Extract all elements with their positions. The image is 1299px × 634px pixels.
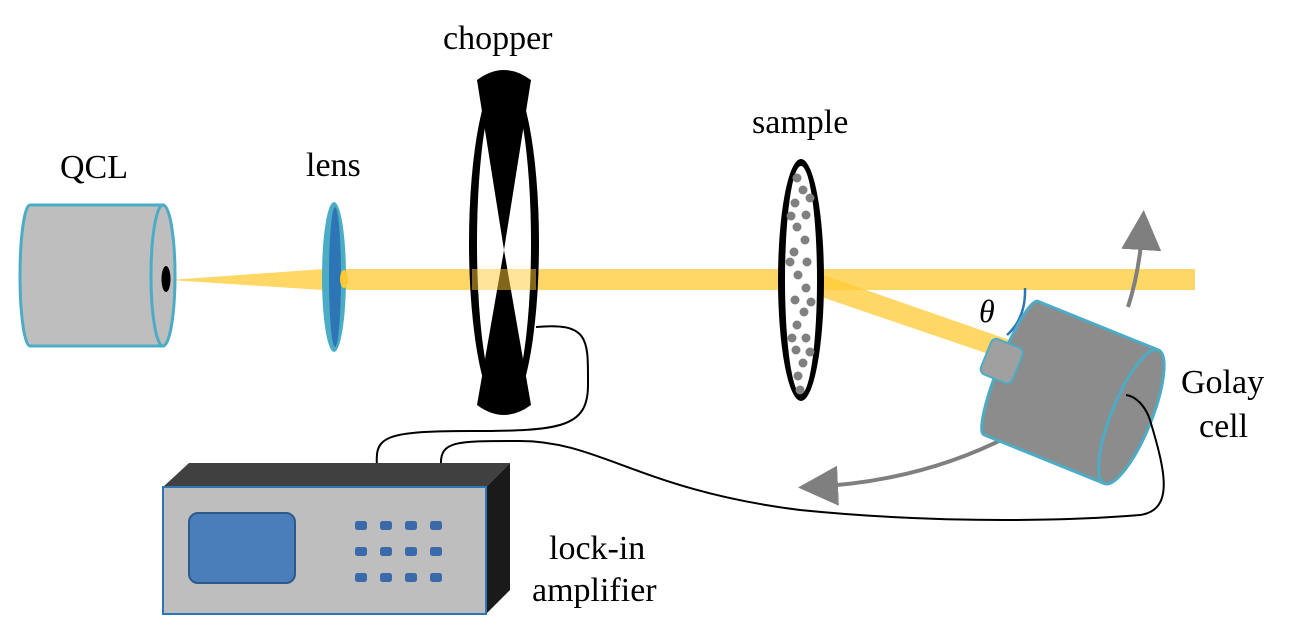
sample-particle <box>792 173 802 183</box>
sample-particle <box>795 385 805 395</box>
lockin-button <box>380 521 392 530</box>
sample-particle <box>805 347 815 357</box>
lockin-top <box>163 463 510 487</box>
sample-particle <box>801 333 811 343</box>
sample-particle <box>798 358 808 368</box>
angle-label: θ <box>979 293 995 329</box>
lockin-button <box>380 573 392 582</box>
lockin-button <box>380 547 392 556</box>
sample-particle <box>799 307 809 317</box>
lockin-button <box>355 573 367 582</box>
sample-label: sample <box>752 104 848 141</box>
lockin-button <box>430 521 442 530</box>
golay-label-line2: cell <box>1199 408 1248 445</box>
chopper <box>469 70 539 415</box>
lockin-button <box>355 547 367 556</box>
chopper-label: chopper <box>443 20 553 57</box>
chopper-blade-bottom <box>477 250 531 415</box>
lockin-button <box>355 521 367 530</box>
chopper-blade-top <box>477 70 531 250</box>
sample-particle <box>801 210 811 220</box>
sample-particle <box>806 297 816 307</box>
golay-label-line1: Golay <box>1181 364 1264 401</box>
lockin-button <box>405 521 417 530</box>
lens-label: lens <box>306 147 361 184</box>
lens <box>322 202 348 352</box>
lockin-button <box>405 573 417 582</box>
laser-beam <box>170 268 1195 362</box>
sample-particle <box>791 345 801 355</box>
sample-particle <box>805 193 815 203</box>
beam-main <box>338 269 1195 290</box>
sample-particle <box>802 257 812 267</box>
lockin-side <box>486 463 510 614</box>
sample-particle <box>793 371 803 381</box>
lockin-amplifier <box>162 463 510 615</box>
sample-particle <box>785 257 795 267</box>
sample-particles <box>785 173 816 395</box>
lockin-button <box>430 547 442 556</box>
beam-cone <box>170 268 338 291</box>
sample-particle <box>789 247 799 257</box>
sample-particle <box>787 333 797 343</box>
rotation-arrow-up <box>1121 210 1162 308</box>
qcl-source <box>18 203 177 348</box>
rotation-arrow <box>798 434 1010 506</box>
qcl-label: QCL <box>60 149 128 186</box>
sample-particle <box>798 185 808 195</box>
sample-particle <box>792 222 802 232</box>
sample-particle <box>793 270 803 280</box>
beam-deflected <box>803 268 1018 362</box>
lockin-screen <box>188 512 296 584</box>
sample-particle <box>800 235 810 245</box>
sample-particle <box>801 283 811 293</box>
lockin-button-grid <box>355 521 442 582</box>
chopper-cable <box>375 325 590 468</box>
golay-cell <box>979 299 1166 486</box>
sample-particle <box>790 295 800 305</box>
golay-window <box>979 337 1024 385</box>
sample-particle <box>792 320 802 330</box>
lockin-button <box>405 547 417 556</box>
lockin-label-line1: lock-in <box>549 530 645 567</box>
sample-particle <box>786 211 796 221</box>
sample <box>778 159 824 401</box>
golay-face <box>1097 348 1166 486</box>
sample-particle <box>790 198 800 208</box>
qcl-aperture <box>161 266 171 292</box>
lockin-label-line2: amplifier <box>532 572 657 609</box>
angle-arc <box>1006 287 1027 336</box>
lockin-button <box>430 573 442 582</box>
detector-cable <box>439 394 1165 521</box>
